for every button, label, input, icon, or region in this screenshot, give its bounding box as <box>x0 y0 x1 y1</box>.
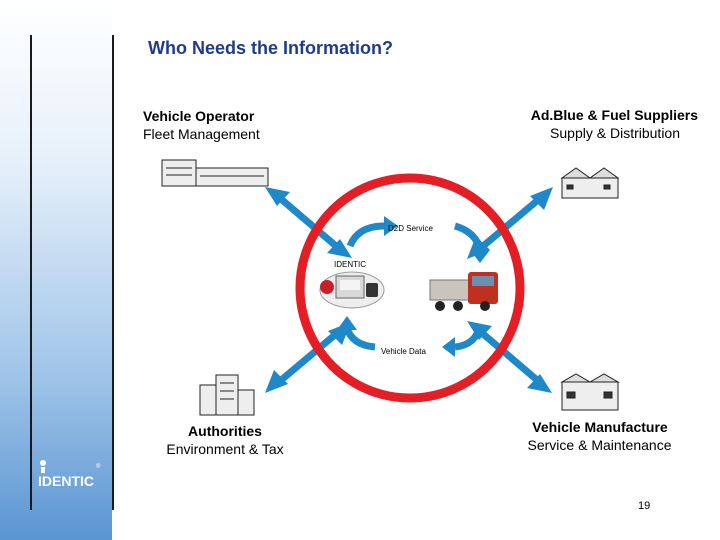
vehicle-data-label: Vehicle Data <box>381 347 426 356</box>
manufacture-building-icon <box>560 373 620 411</box>
vehicle-operator-subtitle: Fleet Management <box>143 126 260 142</box>
cycle-arrow-bottom-right <box>454 324 484 351</box>
arrow-top-left-head-b <box>327 239 352 258</box>
authorities-subtitle: Environment & Tax <box>166 441 284 457</box>
arrow-bottom-right-head-a <box>527 374 552 393</box>
manufacture-title: Vehicle Manufacture <box>532 419 668 435</box>
sidebar-gradient <box>0 0 112 540</box>
arrow-top-left-head-a <box>265 187 290 206</box>
arrow-top-right-head-a <box>530 187 553 210</box>
d2d-service-label: D2D Service <box>388 224 433 233</box>
page-title: Who Needs the Information? <box>148 38 393 58</box>
truck-icon <box>429 272 498 311</box>
authorities-title: Authorities <box>188 423 262 439</box>
arrow-top-right <box>479 197 541 250</box>
suppliers-subtitle: Supply & Distribution <box>550 125 680 141</box>
arrow-bottom-left <box>277 331 339 384</box>
suppliers-title: Ad.Blue & Fuel Suppliers <box>530 107 698 123</box>
logo-wordmark: IDENTIC <box>38 473 94 489</box>
identic-label: IDENTIC <box>334 260 366 269</box>
arrow-bottom-left-head-a <box>265 370 288 393</box>
identic-device-icon <box>319 271 385 309</box>
fleet-depot-icon <box>161 159 269 187</box>
identic-logo: ® IDENTIC <box>36 456 106 490</box>
cycle-arrow-bottom-left <box>343 326 376 351</box>
left-divider-line <box>30 35 32 510</box>
svg-text:®: ® <box>96 463 101 470</box>
page-number: 19 <box>638 500 651 512</box>
supplier-building-icon <box>560 167 620 199</box>
right-divider-line <box>112 35 114 510</box>
cycle-arrow-top-left <box>346 222 385 248</box>
cycle-arrow-top-right <box>453 222 484 251</box>
authority-building-icon <box>199 374 255 416</box>
manufacture-subtitle: Service & Maintenance <box>527 437 672 453</box>
arrow-bottom-right <box>479 330 540 383</box>
red-ring <box>295 173 525 403</box>
vehicle-operator-title: Vehicle Operator <box>143 108 255 124</box>
arrow-top-left <box>278 196 339 249</box>
